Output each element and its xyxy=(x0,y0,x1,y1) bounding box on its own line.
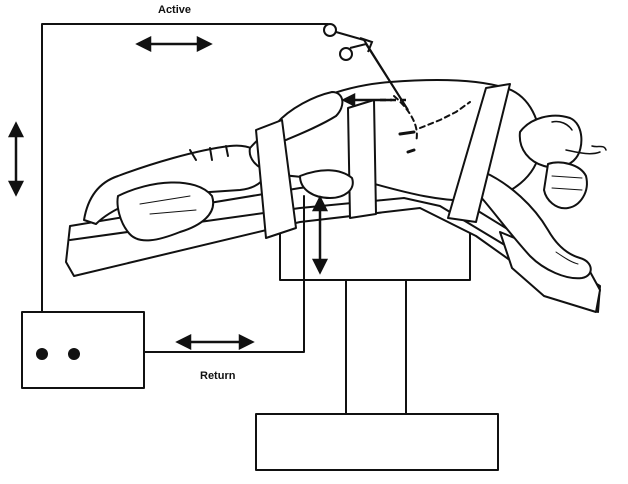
leg-folds xyxy=(189,145,229,161)
hand-detail xyxy=(555,251,579,265)
current-flow-arrows xyxy=(341,92,410,108)
double-headed-arrow-icon xyxy=(7,121,25,197)
return-cable xyxy=(73,195,305,353)
incision-line xyxy=(393,95,418,143)
table-column xyxy=(345,279,407,415)
patient-head xyxy=(518,114,583,169)
patient-lower-arm xyxy=(479,171,592,280)
strap-right xyxy=(447,83,511,223)
hair-line xyxy=(551,120,573,131)
return-terminal-dot xyxy=(68,348,80,360)
strap-left xyxy=(255,119,297,239)
active-terminal-dot xyxy=(36,348,48,360)
leg-pillow xyxy=(116,181,215,242)
double-headed-arrow-icon xyxy=(175,333,255,351)
cushion-folds xyxy=(551,175,583,191)
double-headed-arrow-icon xyxy=(135,35,213,53)
scissors-forceps-icon xyxy=(323,23,409,111)
strap-middle xyxy=(347,99,377,219)
active-label: Active xyxy=(158,4,192,16)
head-cushion xyxy=(543,161,588,210)
breathing-tube xyxy=(565,145,607,155)
axillary-roll xyxy=(299,169,354,199)
return-label: Return xyxy=(200,370,236,382)
table-top-edge xyxy=(69,197,597,301)
double-headed-arrow-icon xyxy=(311,195,329,275)
active-cable xyxy=(41,23,329,349)
pillow-folds xyxy=(139,195,197,215)
rib-marking xyxy=(419,101,471,129)
skin-marks xyxy=(398,130,416,154)
table-base xyxy=(255,413,499,471)
